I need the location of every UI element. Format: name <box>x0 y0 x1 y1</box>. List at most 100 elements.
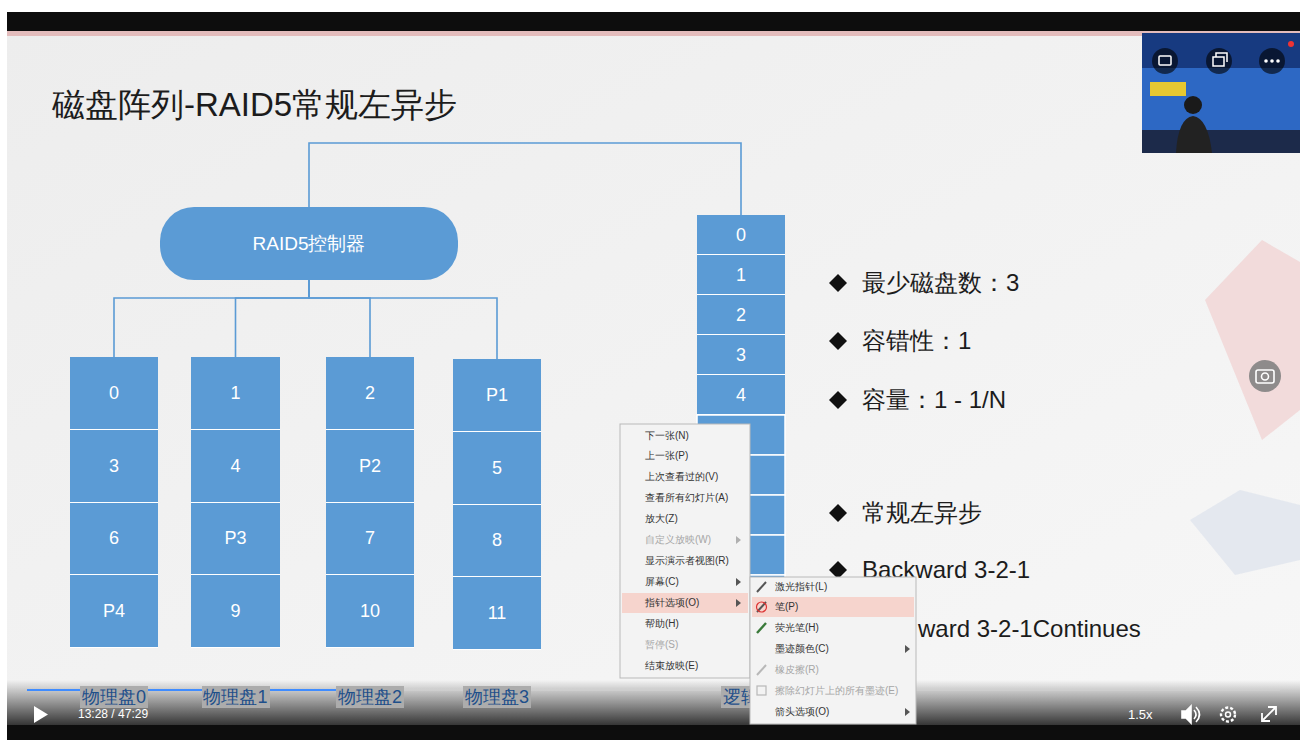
disk-block: 2 <box>697 295 785 335</box>
submenu-item: 激光指针(L) <box>775 580 827 594</box>
bullet-marks <box>829 274 847 579</box>
block-number: 11 <box>488 602 507 624</box>
physical-disk: 物理盘22P2710 <box>326 357 414 648</box>
disk-block: 2 <box>326 357 414 430</box>
disk-block <box>697 575 785 615</box>
disk-label: 物理盘3 <box>463 686 531 708</box>
camera-button <box>1249 360 1281 392</box>
bullet-text: Backward 3-2-1 <box>862 555 1030 585</box>
webcam-thumbnail <box>1142 33 1300 153</box>
block-number: 7 <box>365 527 375 549</box>
block-number: 8 <box>492 529 502 551</box>
block-number: 0 <box>736 224 746 246</box>
disk-block: 3 <box>70 430 158 503</box>
submenu-item: 墨迹颜色(C) <box>775 642 829 656</box>
menu-highlight <box>622 593 748 613</box>
disk-block: 7 <box>326 503 414 576</box>
block-number: 1 <box>230 382 240 404</box>
camera-icon <box>1262 373 1269 380</box>
submenu-arrow <box>736 599 741 607</box>
volume-icon <box>1182 706 1191 723</box>
pen-icon <box>757 602 766 612</box>
disk-block: P1 <box>453 359 541 432</box>
player-icon <box>1259 48 1285 74</box>
bullet-diamond <box>829 274 847 292</box>
block-number: 9 <box>230 600 240 622</box>
disk-block: 11 <box>453 577 541 650</box>
player-icon <box>1152 48 1178 74</box>
camera-icon <box>1256 370 1274 383</box>
webcam-desk <box>1142 130 1300 153</box>
menu-item: 结束放映(E) <box>645 659 698 673</box>
slide-decor <box>1190 490 1300 575</box>
slide-title: 磁盘阵列-RAID5常规左异步 <box>52 84 457 126</box>
webcam-ground <box>1142 33 1300 153</box>
bullet-diamond <box>829 332 847 350</box>
disk-block <box>697 415 785 455</box>
submenu-arrow <box>736 536 741 544</box>
disk-block: 1 <box>697 255 785 295</box>
physical-disk: 物理盘3P15811 <box>453 359 541 650</box>
disk-block: P3 <box>191 503 280 576</box>
bullet-text: 容错性：1 <box>862 326 971 356</box>
menu-item: 上次查看过的(V) <box>645 470 718 484</box>
pen-icon <box>757 582 766 592</box>
submenu-arrow <box>905 708 910 716</box>
bullet-text: 常规左异步 <box>862 498 982 528</box>
connector-line <box>236 280 310 357</box>
logical-disk: 逻辑01234 <box>697 215 785 655</box>
player-icon <box>1264 59 1268 63</box>
disk-block: 0 <box>697 215 785 255</box>
physical-disk: 物理盘114P39 <box>191 357 280 648</box>
play-button <box>34 706 48 723</box>
bullet-text: 容量：1 - 1/N <box>862 385 1006 415</box>
slide-top-stripe <box>7 31 1300 36</box>
player-icon <box>1270 59 1274 63</box>
block-number: 10 <box>360 600 380 622</box>
disk-block <box>697 615 785 655</box>
connector-line <box>309 280 370 357</box>
settings-icon <box>1221 708 1235 722</box>
disk-block: 6 <box>70 503 158 576</box>
webcam-stage <box>1142 68 1300 130</box>
disk-block: P2 <box>326 430 414 503</box>
eraser-icon <box>757 665 766 675</box>
connector-line <box>309 143 741 215</box>
menu-item: 显示演示者视图(R) <box>645 554 729 568</box>
playback-speed: 1.5x <box>1128 706 1153 723</box>
disk-label: 物理盘2 <box>336 686 404 708</box>
block-number: 5 <box>492 457 502 479</box>
submenu-arrow <box>736 578 741 586</box>
bullet-diamond <box>829 391 847 409</box>
submenu-arrow <box>905 645 910 653</box>
player-icon <box>1276 59 1280 63</box>
menu-item-disabled: 暂停(S) <box>645 638 678 652</box>
submenu-item: 箭头选项(O) <box>775 705 829 719</box>
video-time: 13:28 / 47:29 <box>78 706 148 722</box>
controller-label: RAID5控制器 <box>253 232 366 256</box>
menu-highlight <box>752 597 914 617</box>
volume-icon <box>1182 706 1200 723</box>
bullet-text: ward 3-2-1Continues <box>918 614 1141 644</box>
disk-label: 逻辑 <box>721 686 761 708</box>
control-bar-shade <box>7 680 1300 725</box>
player-frame <box>7 12 1300 740</box>
camera-button <box>1249 360 1281 392</box>
disk-block: P4 <box>70 575 158 648</box>
presenter-head <box>1184 96 1202 114</box>
disk-block: 9 <box>191 575 280 648</box>
block-number: 6 <box>109 527 119 549</box>
pen-icon <box>757 602 767 612</box>
connector-line <box>309 280 497 359</box>
block-number: P3 <box>224 527 246 549</box>
highlighter-icon <box>757 623 766 633</box>
player-icon <box>1213 57 1224 66</box>
settings-icon <box>1226 712 1231 717</box>
menu-item: 指针选项(O) <box>645 596 699 610</box>
settings-icon <box>1221 708 1235 722</box>
submenu-item: 荧光笔(H) <box>775 621 819 635</box>
fullscreen-icon <box>1263 708 1275 720</box>
disk-block: 3 <box>697 335 785 375</box>
raid-controller: RAID5控制器 <box>160 207 458 280</box>
submenu-item-disabled: 橡皮擦(R) <box>775 663 819 677</box>
